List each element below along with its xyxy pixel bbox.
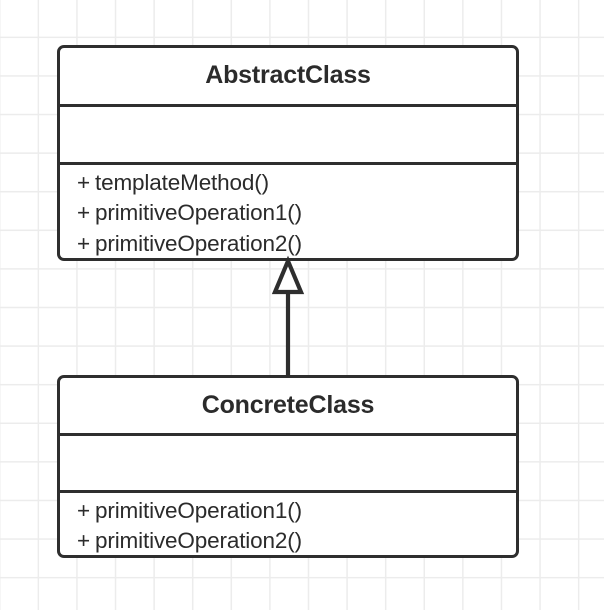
method-signature: primitiveOperation2() [95, 528, 302, 554]
class-method: +templateMethod() [77, 168, 516, 198]
class-methods-compartment: +templateMethod() +primitiveOperation1()… [60, 162, 516, 258]
class-name-compartment: AbstractClass [60, 48, 516, 104]
class-methods-compartment: +primitiveOperation1() +primitiveOperati… [60, 490, 516, 555]
uml-class-abstract-class[interactable]: AbstractClass +templateMethod() +primiti… [57, 45, 519, 261]
method-signature: primitiveOperation1() [95, 200, 302, 226]
uml-class-concrete-class[interactable]: ConcreteClass +primitiveOperation1() +pr… [57, 375, 519, 558]
class-method: +primitiveOperation2() [77, 229, 516, 259]
visibility-marker: + [77, 170, 90, 195]
class-title: ConcreteClass [201, 390, 375, 419]
visibility-marker: + [77, 498, 90, 523]
class-attributes-compartment [60, 432, 516, 490]
class-method: +primitiveOperation2() [77, 526, 516, 556]
class-title: AbstractClass [205, 61, 371, 90]
method-signature: templateMethod() [95, 170, 269, 195]
visibility-marker: + [77, 230, 90, 256]
class-name-compartment: ConcreteClass [60, 378, 516, 433]
class-method: +primitiveOperation1() [77, 198, 516, 228]
class-attributes-compartment [60, 103, 516, 162]
class-method: +primitiveOperation1() [77, 496, 516, 526]
hollow-triangle-arrowhead-icon [271, 255, 305, 295]
method-signature: primitiveOperation1() [95, 498, 302, 523]
visibility-marker: + [77, 528, 90, 554]
visibility-marker: + [77, 200, 90, 226]
method-signature: primitiveOperation2() [95, 230, 302, 256]
